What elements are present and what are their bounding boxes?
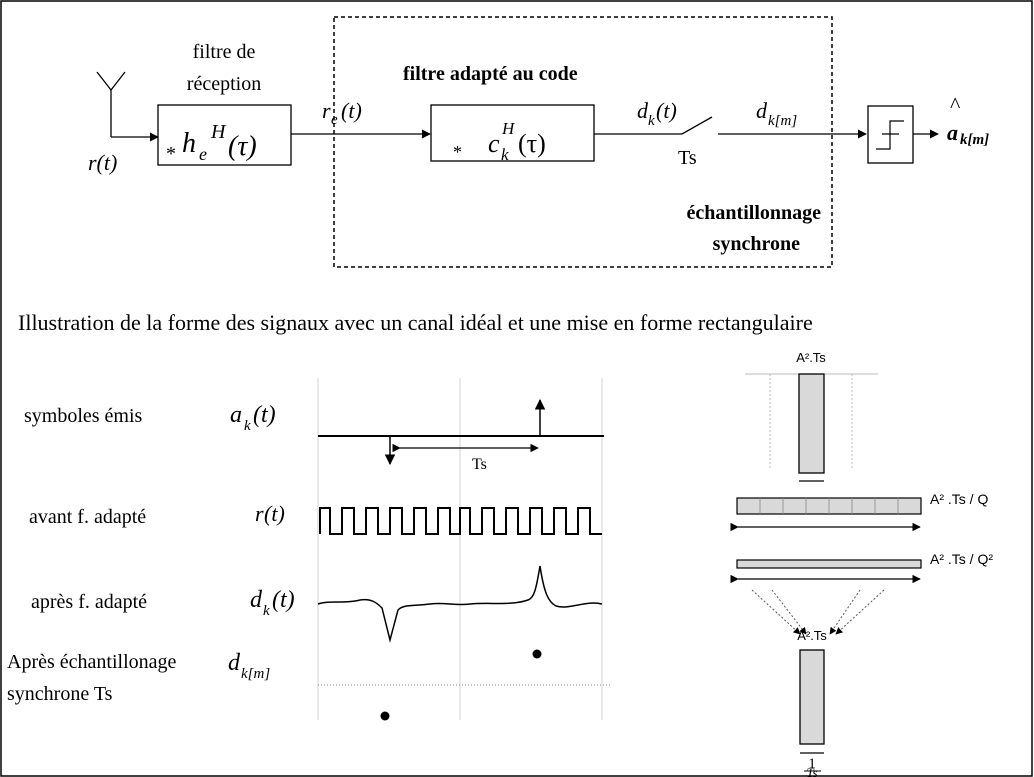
input-signal-label: r(t) [88,150,117,175]
re-arg: (t) [341,98,362,123]
row-sub-ak: k [244,418,251,434]
rx-filter-arg: (τ) [228,131,257,162]
re-symbol: r [322,98,331,123]
energy-mid-label-1: A² .Ts / Q [930,491,988,507]
sampling-title-2: synchrone [713,233,801,255]
sampling-switch [681,116,713,135]
illustration-title: Illustration de la forme des signaux ave… [18,310,813,335]
energy-mid-ticks [759,498,899,514]
dk-arg: (t) [656,98,677,123]
dkm-symbol: d [756,98,768,123]
output-sub: k[m] [960,132,989,148]
row-label-after: après f. adapté [31,591,147,613]
code-filter-title: filtre adapté au code [403,63,578,85]
code-filter-box [430,104,595,162]
dkm-sub: k[m] [768,113,797,129]
sampling-title-1: échantillonnage [687,202,822,224]
rx-filter-title-2: réception [187,73,261,95]
code-filter-symbol: c [488,129,500,158]
rx-filter-title-1: filtre de [193,41,256,63]
energy-bottom-bar [799,649,825,745]
row-label-symbols: symboles émis [24,405,143,427]
row-sym-dkm: d [228,650,241,676]
energy-top-bar [798,373,825,474]
energy-top-label: A².Ts [796,350,826,365]
dk-symbol: d [637,98,649,123]
row-sym-ak: a [230,402,242,428]
rx-filter-symbol: h [182,128,196,159]
antenna-icon [96,71,159,142]
row-arg-dk: (t) [272,587,295,613]
row-arg-r: (t) [264,501,285,526]
energy-focus-lines [751,589,885,635]
row-sub-dk: k [263,603,270,619]
matched-output-curve [317,565,603,643]
row-label-sampled-1: Après échantillonage [7,651,176,673]
ts-spacing-label: Ts [472,456,487,473]
row-label-sampled-2: synchrone Ts [7,683,113,705]
dk-sub: k [648,113,655,129]
rx-filter-star: * [166,143,176,165]
output-symbol: a [947,120,958,145]
fraction-num: 1 [808,756,816,772]
sample-dot-neg [380,711,390,721]
code-filter-sup: H [501,119,516,138]
fraction-den: Ts [806,765,817,777]
threshold-icon [876,120,904,150]
sample-dot-pos [532,649,542,659]
symbols-signal [318,398,604,466]
square-wave [319,507,602,535]
energy-mid-label-2: A² .Ts / Q² [930,551,993,567]
output-hat: ^ [950,92,961,117]
matched-filter-region [333,16,833,268]
row-sym-dk: d [250,587,263,613]
code-filter-arg: (τ) [518,129,546,158]
energy-mid-bar-2 [736,559,922,569]
row-sub-dkm: k[m] [241,666,270,682]
guide-lines [317,378,612,720]
switch-ts-label: Ts [678,147,697,169]
rx-filter-sup: H [210,121,227,143]
energy-bottom-label: A².Ts [797,628,827,643]
code-filter-sub: k [501,145,509,164]
rx-filter-sub: e [199,144,207,164]
rx-filter-box [157,104,292,166]
code-filter-star: * [453,142,462,162]
row-sym-r: r [255,501,264,526]
row-arg-ak: (t) [253,402,276,428]
row-label-before: avant f. adapté [29,506,146,528]
